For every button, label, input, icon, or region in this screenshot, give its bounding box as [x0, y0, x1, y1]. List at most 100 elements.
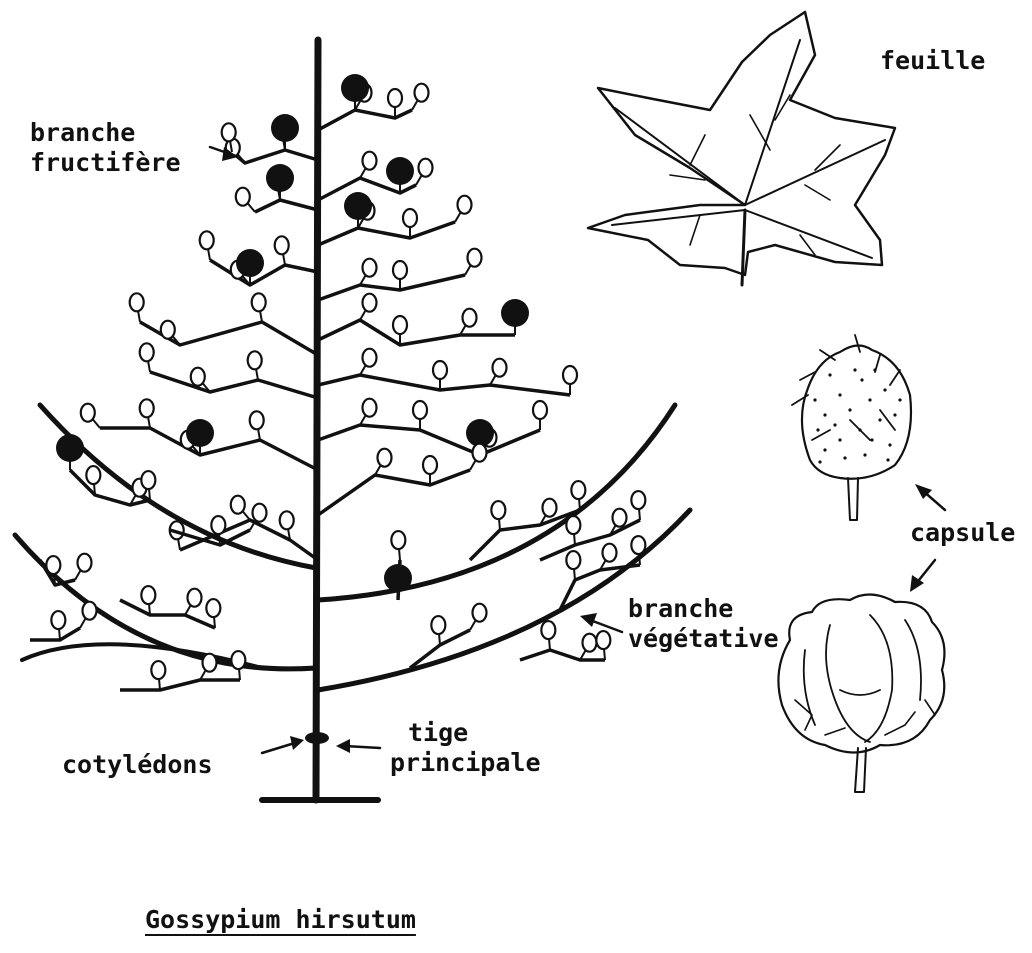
flower-bud: [151, 661, 165, 679]
flower-bud: [188, 589, 202, 607]
flower-bud: [130, 293, 144, 311]
flower-bud: [141, 586, 155, 604]
boll: [386, 157, 414, 185]
capsule-speckle: [838, 438, 841, 441]
flower-bud: [161, 321, 175, 339]
capsule-speckle: [870, 438, 873, 441]
flower-bud: [393, 316, 407, 334]
flower-bud: [140, 343, 154, 361]
fruiting-branch: [30, 628, 80, 640]
flower-bud: [566, 516, 580, 534]
closed-capsule-stalk: [848, 478, 858, 520]
flower-bud: [81, 404, 95, 422]
flower-bud: [252, 293, 266, 311]
capsule-speckle: [860, 378, 863, 381]
flower-bud: [393, 261, 407, 279]
flower-bud: [468, 249, 482, 267]
leaf-vein-left: [615, 108, 745, 205]
flower-bud: [493, 359, 507, 377]
leaf-vein-right: [745, 140, 885, 205]
label-branche-fructifere-line1: branche: [30, 118, 135, 148]
label-tige-line1: tige: [408, 718, 468, 748]
capsule-speckle: [886, 458, 889, 461]
flower-bud: [473, 604, 487, 622]
fruiting-branch: [210, 260, 318, 285]
fruiting-branch: [318, 470, 470, 515]
fruiting-branch: [255, 200, 318, 212]
fruiting-branch: [120, 680, 240, 690]
fruiting-branch: [318, 110, 412, 130]
flower-bud: [378, 449, 392, 467]
open-capsule-burr: [795, 700, 935, 735]
flower-bud: [631, 491, 645, 509]
flower-bud: [541, 621, 555, 639]
boll: [266, 164, 294, 192]
flower-bud: [275, 236, 289, 254]
flower-bud: [431, 616, 445, 634]
flower-bud: [203, 654, 217, 672]
flower-bud: [51, 611, 65, 629]
capsule-speckle: [838, 393, 841, 396]
flower-bud: [631, 536, 645, 554]
capsule-speckle: [833, 423, 836, 426]
flower-bud: [533, 401, 547, 419]
boll: [501, 299, 529, 327]
flower-bud: [248, 351, 262, 369]
capsule-speckle: [873, 368, 876, 371]
boll: [341, 74, 369, 102]
arrow-vegetative: [590, 620, 622, 632]
capsule-speckle: [898, 398, 901, 401]
flower-bud: [206, 599, 220, 617]
flower-bud: [571, 481, 585, 499]
closed-capsule-drawing: [792, 335, 911, 520]
capsule-speckle: [848, 408, 851, 411]
flower-bud: [83, 602, 97, 620]
flower-bud: [46, 556, 60, 574]
flower-bud: [403, 209, 417, 227]
flower-bud: [566, 551, 580, 569]
arrow-tige: [345, 746, 380, 748]
flower-bud: [231, 651, 245, 669]
flower-bud: [388, 89, 402, 107]
boll: [344, 192, 372, 220]
capsule-texture: [813, 368, 901, 463]
capsule-speckle: [858, 428, 861, 431]
open-capsule-drawing: [778, 594, 944, 792]
flower-bud: [463, 309, 477, 327]
flower-bud: [231, 496, 245, 514]
capsule-speckle: [823, 413, 826, 416]
capsule-speckle: [816, 428, 819, 431]
flower-bud: [583, 634, 597, 652]
boll: [186, 419, 214, 447]
flower-bud: [419, 159, 433, 177]
boll: [236, 249, 264, 277]
fruiting-branch: [318, 425, 540, 455]
flower-bud: [415, 84, 429, 102]
diagram-title: Gossypium hirsutum: [145, 905, 416, 935]
main-stem: [316, 40, 318, 800]
label-tige-line2: principale: [390, 748, 541, 778]
label-branche-vegetative-line2: végétative: [628, 624, 779, 654]
flower-bud: [250, 411, 264, 429]
label-branche-fructifere-line2: fructifère: [30, 148, 181, 178]
flower-bud: [363, 349, 377, 367]
capsule-speckle: [818, 460, 821, 463]
flower-bud: [613, 509, 627, 527]
open-capsule-stalk: [855, 748, 866, 792]
boll: [271, 114, 299, 142]
boll: [56, 434, 84, 462]
leaf-outline: [588, 12, 895, 275]
fruiting-branch: [470, 510, 580, 560]
flower-bud: [458, 196, 472, 214]
label-feuille: feuille: [880, 46, 985, 76]
flower-bud: [280, 511, 294, 529]
flower-bud: [222, 123, 236, 141]
flower-bud: [200, 231, 214, 249]
label-cotyledons: cotylédons: [62, 750, 213, 780]
leaf-vein-top: [745, 40, 800, 205]
fruiting-branch: [150, 372, 318, 398]
open-capsule-locks: [804, 615, 921, 742]
flower-bud: [141, 471, 155, 489]
